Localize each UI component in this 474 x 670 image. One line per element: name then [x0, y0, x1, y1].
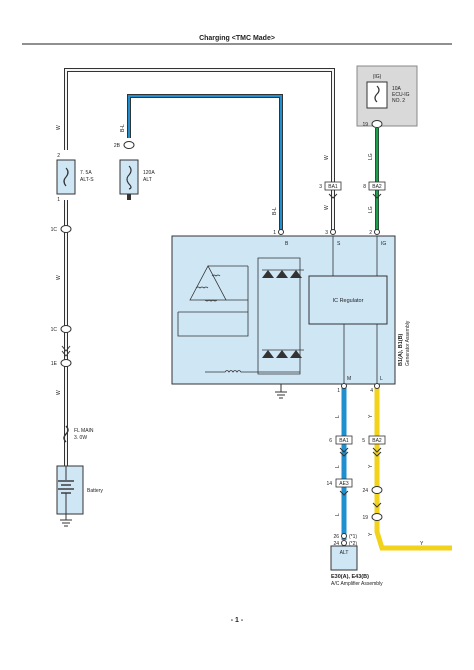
- wire-label-bl2: B-L: [272, 207, 278, 215]
- fuse-7-5a-bottom-pin: 1: [57, 197, 60, 203]
- wire-label-bl: B-L: [120, 124, 126, 132]
- gen-pin-s-num: 3: [325, 230, 328, 236]
- amp-box-label: ALT: [340, 550, 349, 556]
- gen-pin-ig-num: 2: [369, 230, 372, 236]
- fuse-7-5a-line2: ALT-S: [80, 177, 94, 183]
- wire-label-y1: Y: [368, 414, 374, 418]
- fuse-120a: 2B 120A ALT: [114, 141, 155, 195]
- upper-ba2-num: 8: [363, 184, 366, 190]
- lower-yellow-conn-1: 24: [362, 488, 368, 494]
- fuse-120a-line1: 120A: [143, 170, 155, 176]
- ig-num: 19: [362, 122, 368, 128]
- ig-fuse-pin: (IG): [373, 74, 382, 80]
- left-conn-1: 1C: [51, 227, 58, 233]
- gen-pin-s: S: [337, 241, 341, 247]
- lower-ae3: AE3: [339, 481, 349, 487]
- amp-pin-n1: 26: [333, 534, 339, 540]
- fl-main-line1: FL MAIN: [74, 428, 94, 434]
- wire-label-y2: Y: [368, 464, 374, 468]
- generator-name: Generator Assembly: [405, 320, 411, 366]
- ic-regulator-label: IC Regulator: [333, 298, 364, 304]
- wire-label-w1: W: [56, 125, 62, 130]
- battery: Battery: [56, 465, 103, 527]
- wire-label-w5: W: [324, 205, 330, 210]
- amp-pin-v1: (*1): [349, 534, 357, 540]
- wire-label-y4: Y: [420, 541, 424, 547]
- page-title: Charging <TMC Made>: [199, 35, 275, 42]
- gen-pin-ig: IG: [381, 241, 386, 247]
- generator-assembly: 1 B 3 S 2 IG IC Regulator: [171, 229, 411, 399]
- left-conn-3: 1E: [51, 361, 58, 367]
- gen-pin-m: M: [347, 376, 351, 382]
- fuse-120a-conn: [123, 141, 135, 149]
- fuse-120a-conn-label: 2B: [114, 143, 121, 149]
- fuse-7-5a-top-pin: 2: [57, 153, 60, 159]
- fuse-7-5a: 7. 5A ALT-S 2 1: [56, 153, 94, 203]
- ig-fuse-line2: ECU-IG: [392, 92, 410, 98]
- amp-code: E30(A), E43(B): [331, 574, 369, 580]
- ig-fuse-line3: NO. 2: [392, 98, 405, 104]
- gen-pin-b: B: [285, 241, 289, 247]
- amp-pin-n2: 24: [333, 541, 339, 547]
- wire-label-w4: W: [324, 155, 330, 160]
- fl-main-line2: 3. 0W: [74, 435, 87, 441]
- wire-yellow: [374, 386, 452, 551]
- fuse-120a-line2: ALT: [143, 177, 152, 183]
- gen-pin-b-num: 1: [273, 230, 276, 236]
- ig-fuse-box: (IG) 10A ECU-IG NO. 2 19: [356, 65, 418, 128]
- amp-name: A/C Amplifier Assembly: [331, 581, 383, 587]
- left-conn-2: 1C: [51, 327, 58, 333]
- fuse-7-5a-line1: 7. 5A: [80, 170, 92, 176]
- generator-code: B1(A), B1(B): [398, 333, 404, 366]
- upper-connectors: BA1 3 BA2 8: [319, 181, 386, 199]
- wire-label-l2: L: [335, 465, 341, 468]
- lower-yellow-conn-2: 19: [362, 515, 368, 521]
- lower-connectors: BA1 6 BA2 5 AE3 14 24 19: [326, 435, 386, 521]
- wire-label-l3: L: [335, 513, 341, 516]
- wire-label-w3: W: [56, 390, 62, 395]
- battery-label: Battery: [87, 488, 103, 494]
- fl-main-fuse: FL MAIN 3. 0W: [63, 425, 94, 443]
- lower-ba1: BA1: [339, 438, 349, 444]
- lower-ba2-num: 5: [362, 438, 365, 444]
- ig-fuse-line1: 10A: [392, 86, 402, 92]
- lower-ba1-num: 6: [329, 438, 332, 444]
- lower-ae3-num: 14: [326, 481, 332, 487]
- wire-b-l: [127, 94, 283, 232]
- gen-pin-m-num: 1: [337, 388, 340, 394]
- gen-pin-l: L: [380, 376, 383, 382]
- wire-white-loop: [64, 68, 335, 232]
- wire-label-l1: L: [335, 415, 341, 418]
- lower-ba2: BA2: [372, 438, 382, 444]
- upper-ba1: BA1: [328, 184, 338, 190]
- wire-label-lg1: LG: [368, 153, 374, 160]
- ac-amplifier: 26 24 (*1) (*2) ALT E30(A), E43(B) A/C A…: [330, 533, 383, 587]
- upper-ba2: BA2: [372, 184, 382, 190]
- wire-label-w2: W: [56, 275, 62, 280]
- gen-pin-l-num: 4: [370, 388, 373, 394]
- wire-label-lg2: LG: [368, 206, 374, 213]
- wire-label-y3: Y: [368, 532, 374, 536]
- amp-pin-v2: (*2): [349, 541, 357, 547]
- upper-ba1-num: 3: [319, 184, 322, 190]
- ig-connector: [371, 120, 383, 128]
- left-connectors: 1C 1C 1E: [51, 225, 72, 367]
- page-number: - 1 -: [231, 617, 244, 624]
